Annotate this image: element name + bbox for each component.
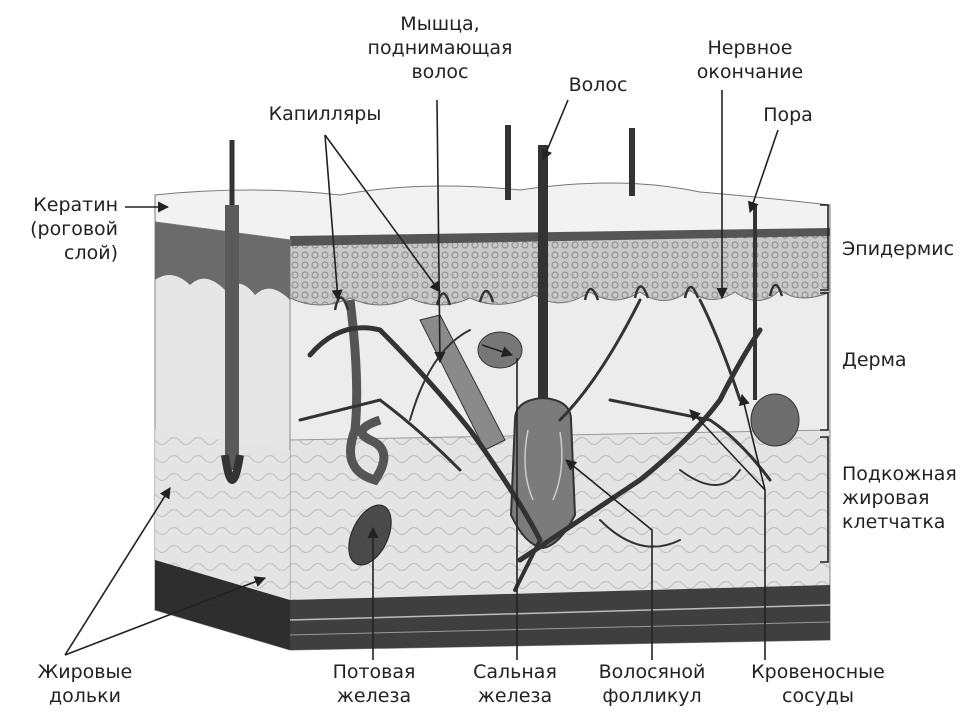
label-hair: Волос	[548, 73, 648, 97]
sebaceous-gland-shape	[478, 332, 522, 368]
hair-leader	[543, 100, 568, 160]
hair-follicle-bulb	[511, 398, 575, 548]
label-dermis: Дерма	[842, 348, 967, 372]
label-capillaries: Капилляры	[240, 102, 410, 126]
label-epidermis: Эпидермис	[842, 237, 967, 261]
fat-leader-1	[65, 488, 170, 655]
label-pore: Пора	[748, 103, 828, 127]
